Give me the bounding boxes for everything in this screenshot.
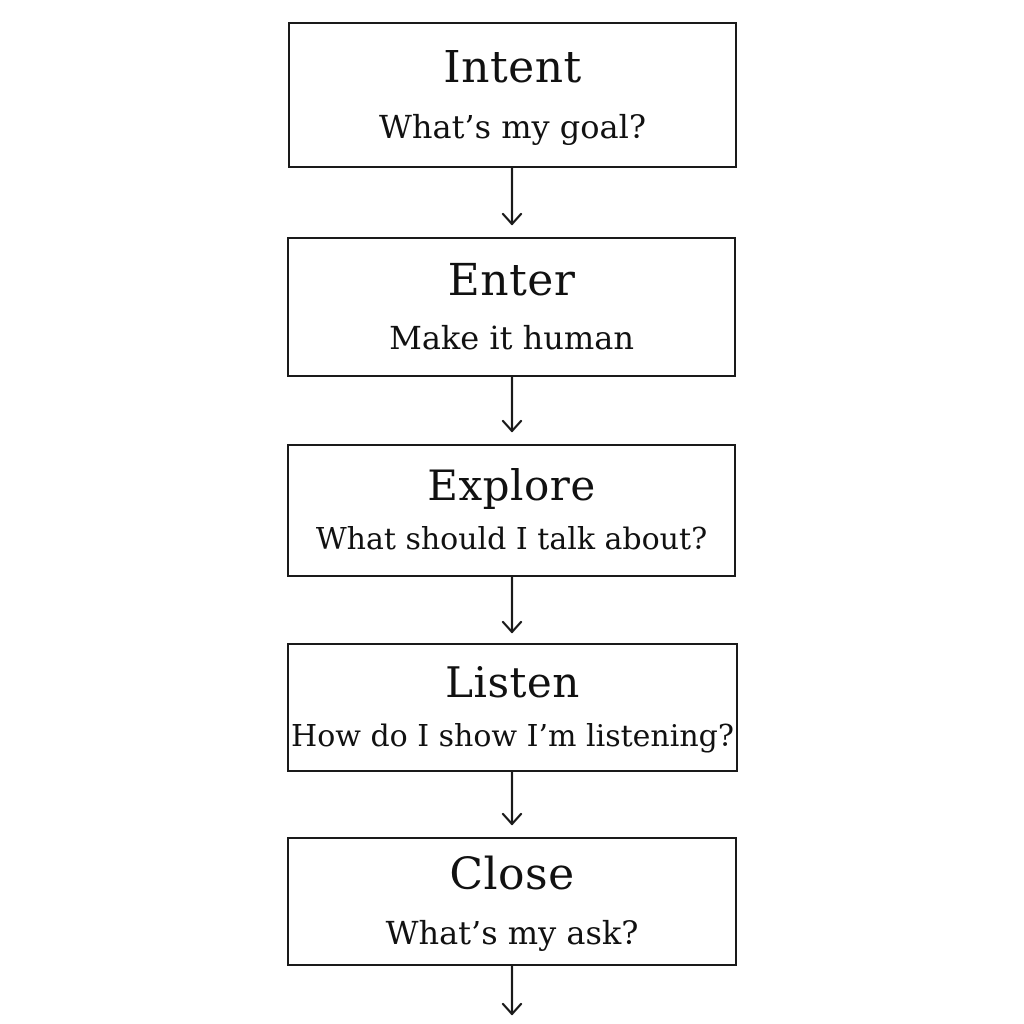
step-title: Close — [449, 849, 575, 901]
step-box-listen: Listen How do I show I’m listening? — [287, 643, 738, 772]
step-subtitle: What’s my goal? — [378, 108, 646, 146]
step-box-enter: Enter Make it human — [287, 237, 736, 377]
down-arrow-icon — [501, 375, 523, 433]
down-arrow-icon — [501, 575, 523, 634]
step-box-explore: Explore What should I talk about? — [287, 444, 736, 577]
step-title: Enter — [447, 254, 576, 306]
down-arrow-icon — [501, 964, 523, 1016]
down-arrow-icon — [501, 166, 523, 226]
step-subtitle: What’s my ask? — [385, 913, 639, 952]
step-subtitle: Make it human — [389, 319, 634, 357]
step-title: Explore — [427, 461, 596, 511]
step-subtitle: How do I show I’m listening? — [291, 718, 734, 754]
step-subtitle: What should I talk about? — [315, 521, 708, 557]
step-title: Listen — [445, 658, 580, 708]
step-box-close: Close What’s my ask? — [287, 837, 737, 966]
step-box-intent: Intent What’s my goal? — [288, 22, 737, 168]
step-title: Intent — [443, 41, 582, 93]
down-arrow-icon — [501, 770, 523, 826]
